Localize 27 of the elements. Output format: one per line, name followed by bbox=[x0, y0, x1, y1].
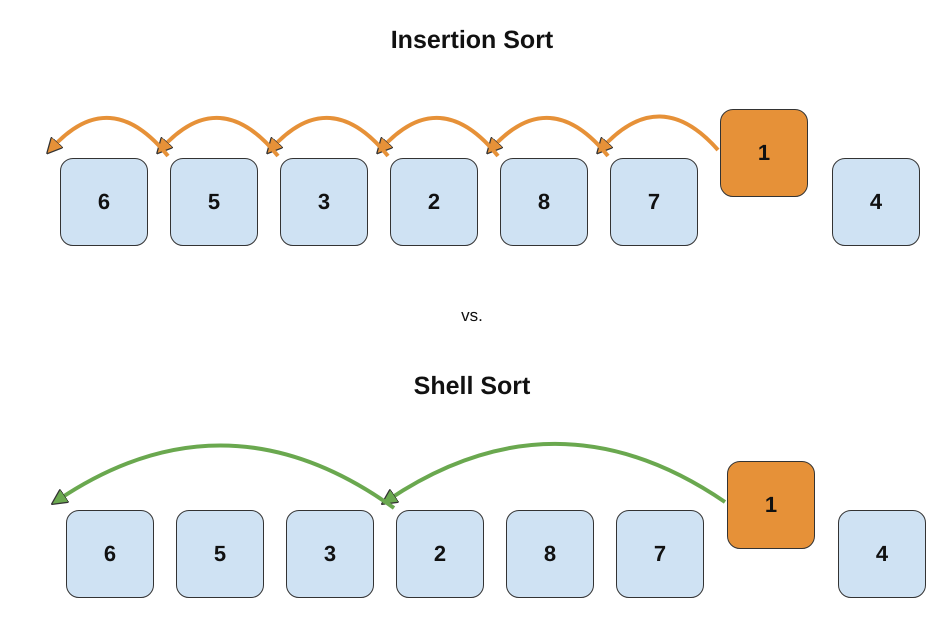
curved-arrow bbox=[156, 116, 280, 158]
number-tile: 1 bbox=[727, 461, 815, 549]
section-heading: Shell Sort bbox=[414, 372, 530, 401]
curved-arrow bbox=[380, 442, 726, 505]
number-tile: 3 bbox=[280, 158, 368, 246]
section-heading: Insertion Sort bbox=[390, 26, 554, 55]
number-tile: 5 bbox=[170, 158, 258, 246]
curved-arrow bbox=[266, 116, 390, 158]
separator-text: vs. bbox=[461, 306, 483, 326]
number-tile: 8 bbox=[500, 158, 588, 246]
number-tile: 3 bbox=[286, 510, 374, 598]
number-tile: 8 bbox=[506, 510, 594, 598]
number-tile: 6 bbox=[60, 158, 148, 246]
curved-arrow bbox=[376, 116, 500, 158]
number-tile: 6 bbox=[66, 510, 154, 598]
curved-arrow bbox=[50, 444, 396, 510]
curved-arrow bbox=[596, 114, 720, 154]
number-tile: 2 bbox=[396, 510, 484, 598]
number-tile: 5 bbox=[176, 510, 264, 598]
number-tile: 4 bbox=[838, 510, 926, 598]
number-tile: 7 bbox=[610, 158, 698, 246]
curved-arrow bbox=[46, 116, 170, 158]
number-tile: 1 bbox=[720, 109, 808, 197]
number-tile: 2 bbox=[390, 158, 478, 246]
number-tile: 7 bbox=[616, 510, 704, 598]
curved-arrow bbox=[486, 116, 610, 158]
number-tile: 4 bbox=[832, 158, 920, 246]
